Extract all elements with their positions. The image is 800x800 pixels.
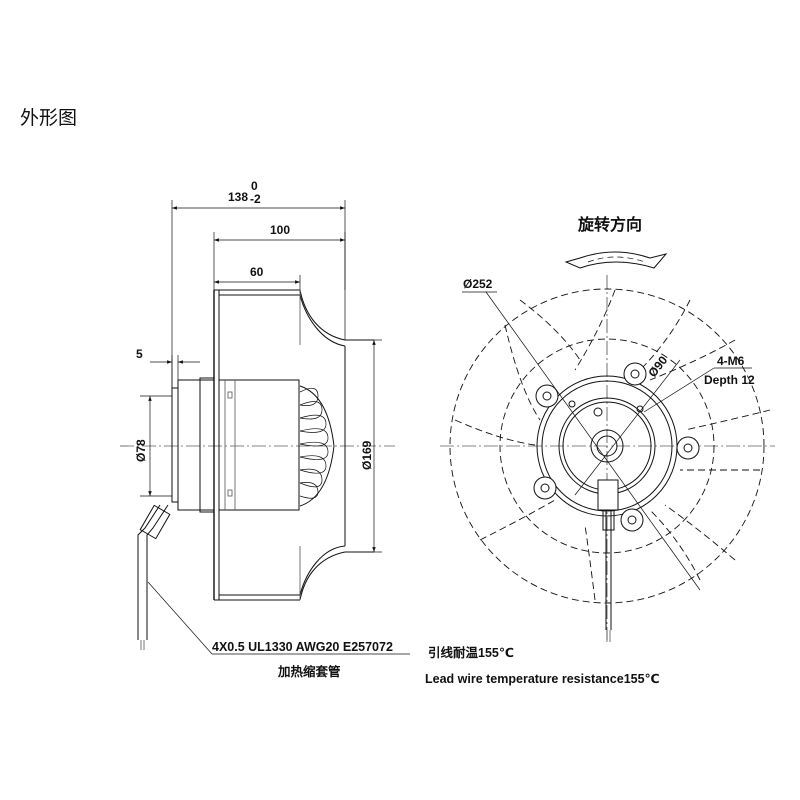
- lead-temp-cn: 引线耐温155℃: [428, 645, 514, 660]
- dim-overall-length: 138: [228, 190, 248, 204]
- page-title: 外形图: [20, 107, 78, 129]
- dim-inlet-diameter: Ø169: [360, 440, 374, 470]
- side-view: 138 0 -2 100 60 5 Ø78 Ø169 4X0.5 UL1330 …: [120, 179, 410, 679]
- front-view: Ø252 Ø90 4-M6 Depth 12 旋转方向 引线耐温155℃ Lea…: [425, 215, 775, 686]
- dim-tol-lower: -2: [250, 192, 261, 206]
- dim-tol-upper: 0: [251, 179, 258, 193]
- rotation-direction-label: 旋转方向: [577, 215, 642, 234]
- mount-depth: Depth 12: [704, 373, 755, 387]
- cable-exit: [597, 479, 619, 642]
- cable-spec: 4X0.5 UL1330 AWG20 E257072: [212, 640, 393, 654]
- mount-holes: 4-M6: [717, 354, 745, 368]
- dim-hub-diameter: Ø78: [134, 439, 148, 462]
- dim-impeller-diameter: Ø252: [463, 277, 493, 291]
- heat-shrink-sleeve: 加热缩套管: [277, 664, 341, 679]
- dim-inlet-depth: 60: [250, 265, 264, 279]
- mount-lobes: [533, 362, 700, 532]
- lead-temp-en: Lead wire temperature resistance155℃: [425, 672, 660, 686]
- dim-flange-thickness: 5: [136, 347, 143, 361]
- lead-wire: [137, 504, 171, 650]
- dim-impeller-depth: 100: [270, 223, 290, 237]
- rotation-arrow-icon: [564, 251, 668, 269]
- cooling-fins: [299, 385, 335, 507]
- impeller-blades: [454, 289, 771, 601]
